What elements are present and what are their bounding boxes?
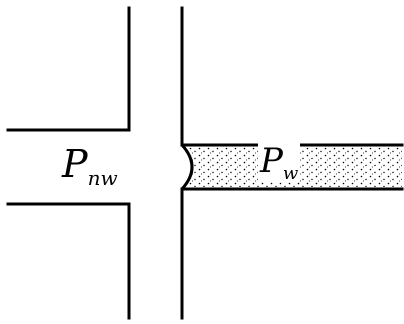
nonwetting-pressure-label: Pnw xyxy=(61,142,118,190)
pnw-subscript: nw xyxy=(88,166,118,190)
svg-text:Pw: Pw xyxy=(259,141,299,184)
lower-left-wall xyxy=(6,202,131,320)
pw-symbol: P xyxy=(259,141,284,181)
upper-left-wall xyxy=(6,6,131,132)
pnw-symbol: P xyxy=(61,142,89,186)
pw-subscript: w xyxy=(283,163,299,184)
svg-text:Pnw: Pnw xyxy=(61,142,118,190)
wetting-pressure-label: Pw xyxy=(258,140,300,184)
meniscus-interface xyxy=(180,143,194,191)
pw-label-background xyxy=(258,140,300,182)
left-pore-walls xyxy=(6,6,131,320)
